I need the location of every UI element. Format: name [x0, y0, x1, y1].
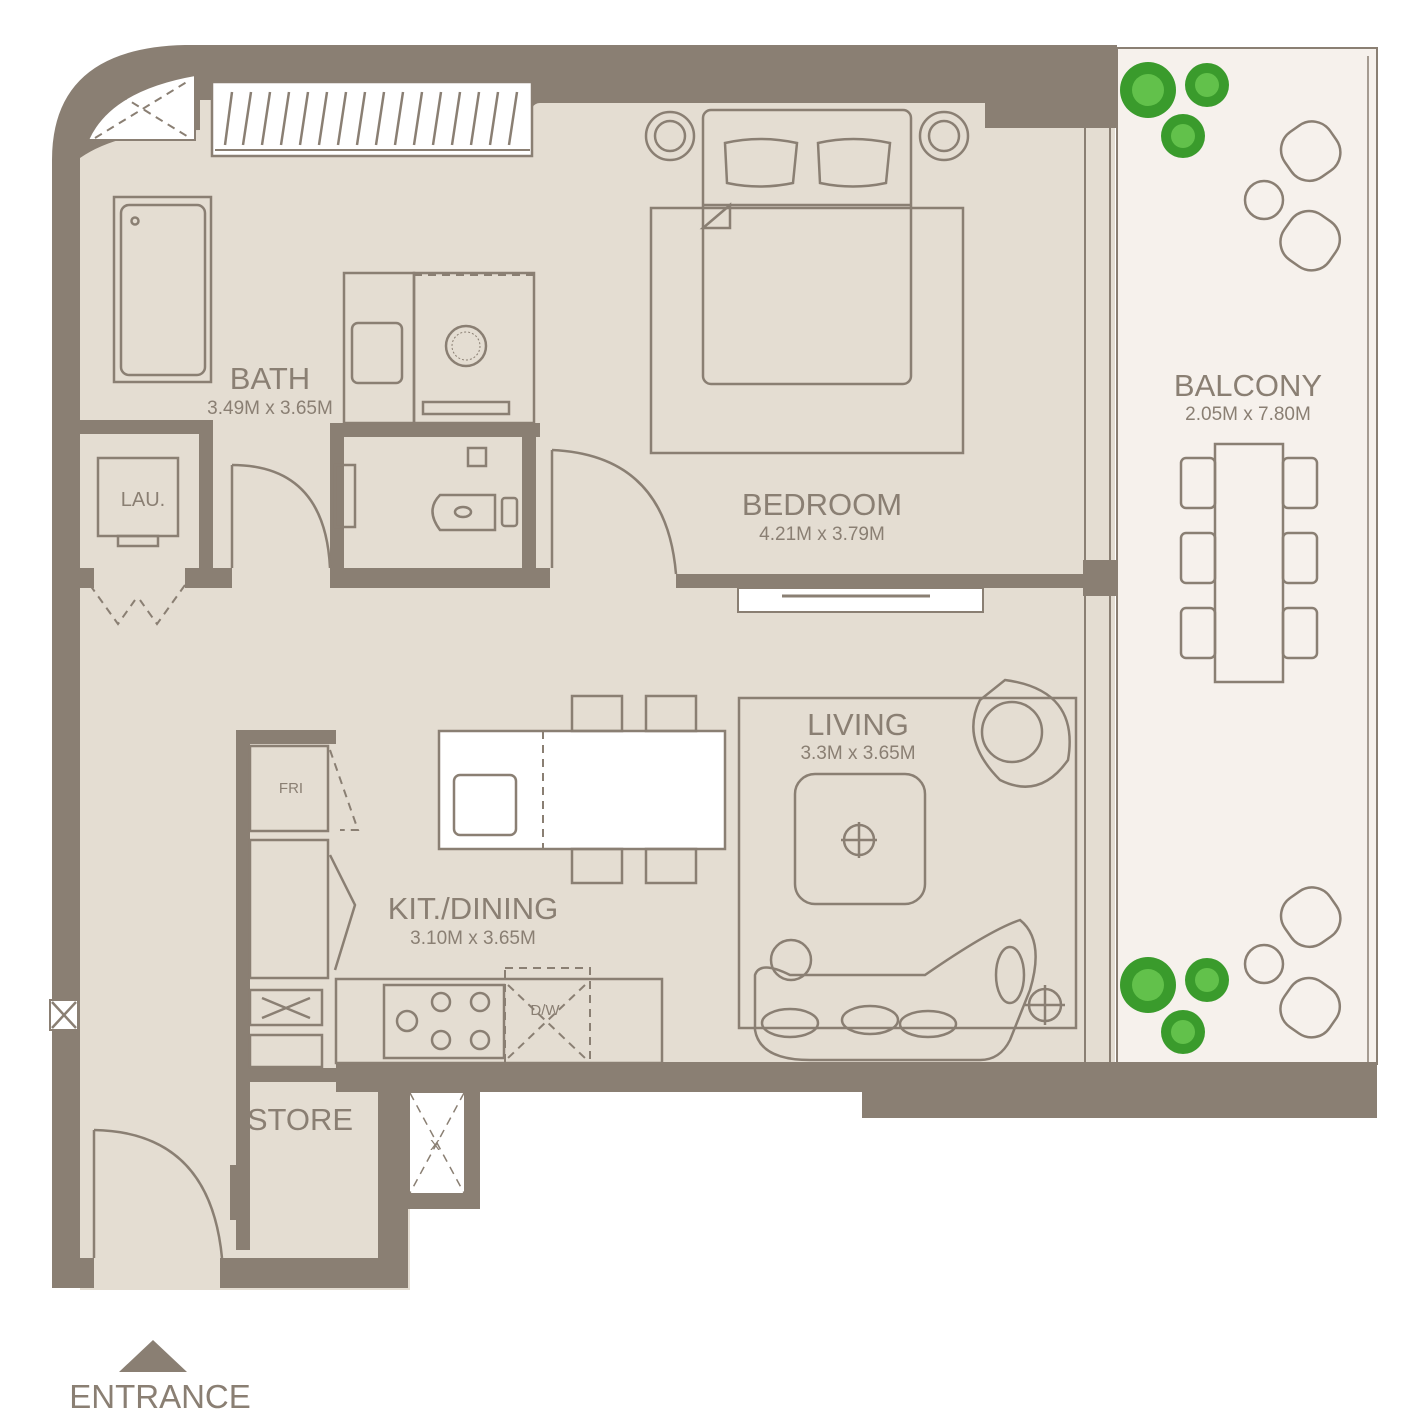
corner-duct: [86, 73, 196, 141]
bedroom-label: BEDROOM: [742, 487, 902, 522]
bathtub: [112, 195, 213, 384]
plants: [1120, 62, 1229, 1054]
kitchen-counter: [248, 744, 664, 1069]
wall-vent: [49, 999, 79, 1031]
laundry-label: LAU.: [121, 489, 165, 511]
walls: X: [52, 45, 1377, 1288]
store-label: STORE: [247, 1102, 353, 1137]
shaft-mark: X: [430, 1137, 440, 1154]
living-label: LIVING: [807, 707, 909, 742]
balcony-furniture: [1179, 120, 1342, 1039]
shaft-cross-b: [409, 1092, 465, 1194]
doors: [89, 448, 678, 1259]
living-furniture: [737, 678, 1078, 1062]
balcony-floor: [1117, 48, 1377, 1064]
dishwasher-label: D/W: [530, 1002, 560, 1019]
bath-label: BATH: [230, 361, 310, 396]
balcony-label: BALCONY: [1174, 368, 1322, 403]
interior-floor: [80, 70, 1115, 1290]
entrance-label: ENTRANCE: [69, 1378, 251, 1415]
wc: [333, 446, 519, 532]
store-door-leaf: [230, 1165, 236, 1220]
wardrobe: [210, 80, 534, 158]
kitchen-dims: 3.10M x 3.65M: [410, 928, 536, 949]
entrance-arrow-icon: [119, 1340, 187, 1372]
laundry-unit: [96, 456, 180, 548]
kitchen-island: [437, 694, 727, 885]
shower: [342, 271, 536, 425]
kitchen-label: KIT./DINING: [388, 891, 559, 926]
bed: [644, 108, 970, 455]
fridge-label: FRI: [279, 780, 303, 797]
bedroom-dims: 4.21M x 3.79M: [759, 524, 885, 545]
living-dims: 3.3M x 3.65M: [800, 743, 915, 764]
bath-dims: 3.49M x 3.65M: [207, 398, 333, 419]
tv-unit: [737, 587, 984, 613]
balcony-dims: 2.05M x 7.80M: [1185, 404, 1311, 425]
